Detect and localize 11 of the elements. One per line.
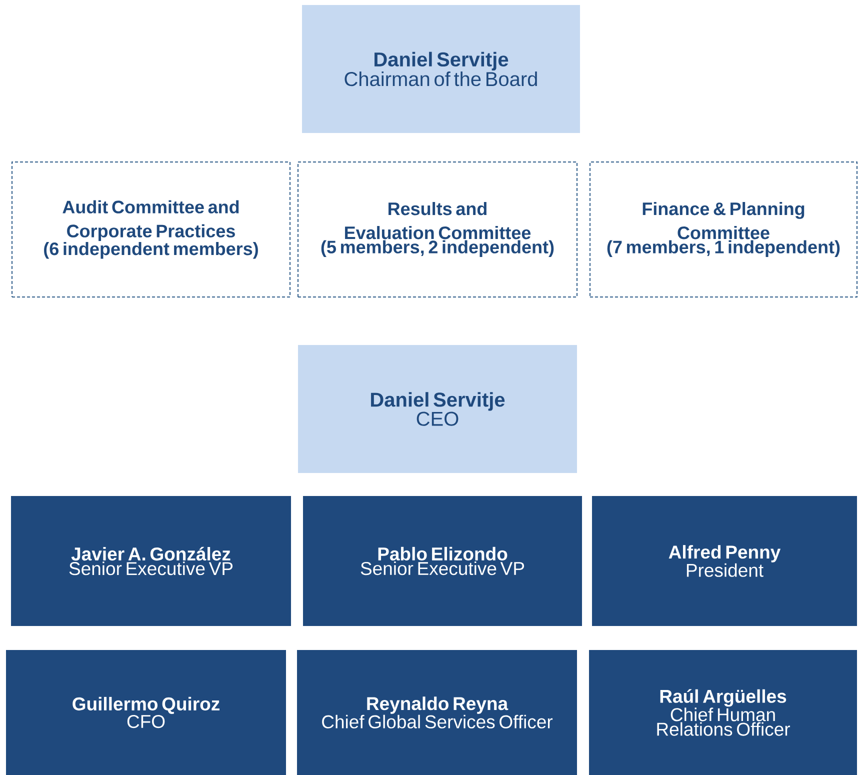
executive-box: Raúl Argüelles Chief Human Relations Officer	[589, 650, 857, 775]
executive-box: Reynaldo Reyna Chief Global Services Officer	[297, 650, 577, 775]
executive-box: Javier A. González Senior Executive VP	[11, 496, 291, 626]
title-box: Daniel Servitje Chairman of the Board	[302, 5, 580, 133]
executive-box: Pablo Elizondo Senior Executive VP	[303, 496, 582, 626]
title-box: Daniel Servitje CEO	[298, 345, 577, 473]
committee-box: Audit Committee and Corporate Practices (6 independent members)	[12, 162, 290, 298]
executive-box: Guillermo Quiroz CFO	[6, 650, 286, 775]
committee-box: Results and Evaluation Committee (5 members, 2 independent)	[298, 162, 578, 298]
committee-box: Finance & Planning Committee (7 members, 1 independent)	[590, 162, 858, 298]
executive-box: Alfred Penny President	[592, 496, 857, 626]
